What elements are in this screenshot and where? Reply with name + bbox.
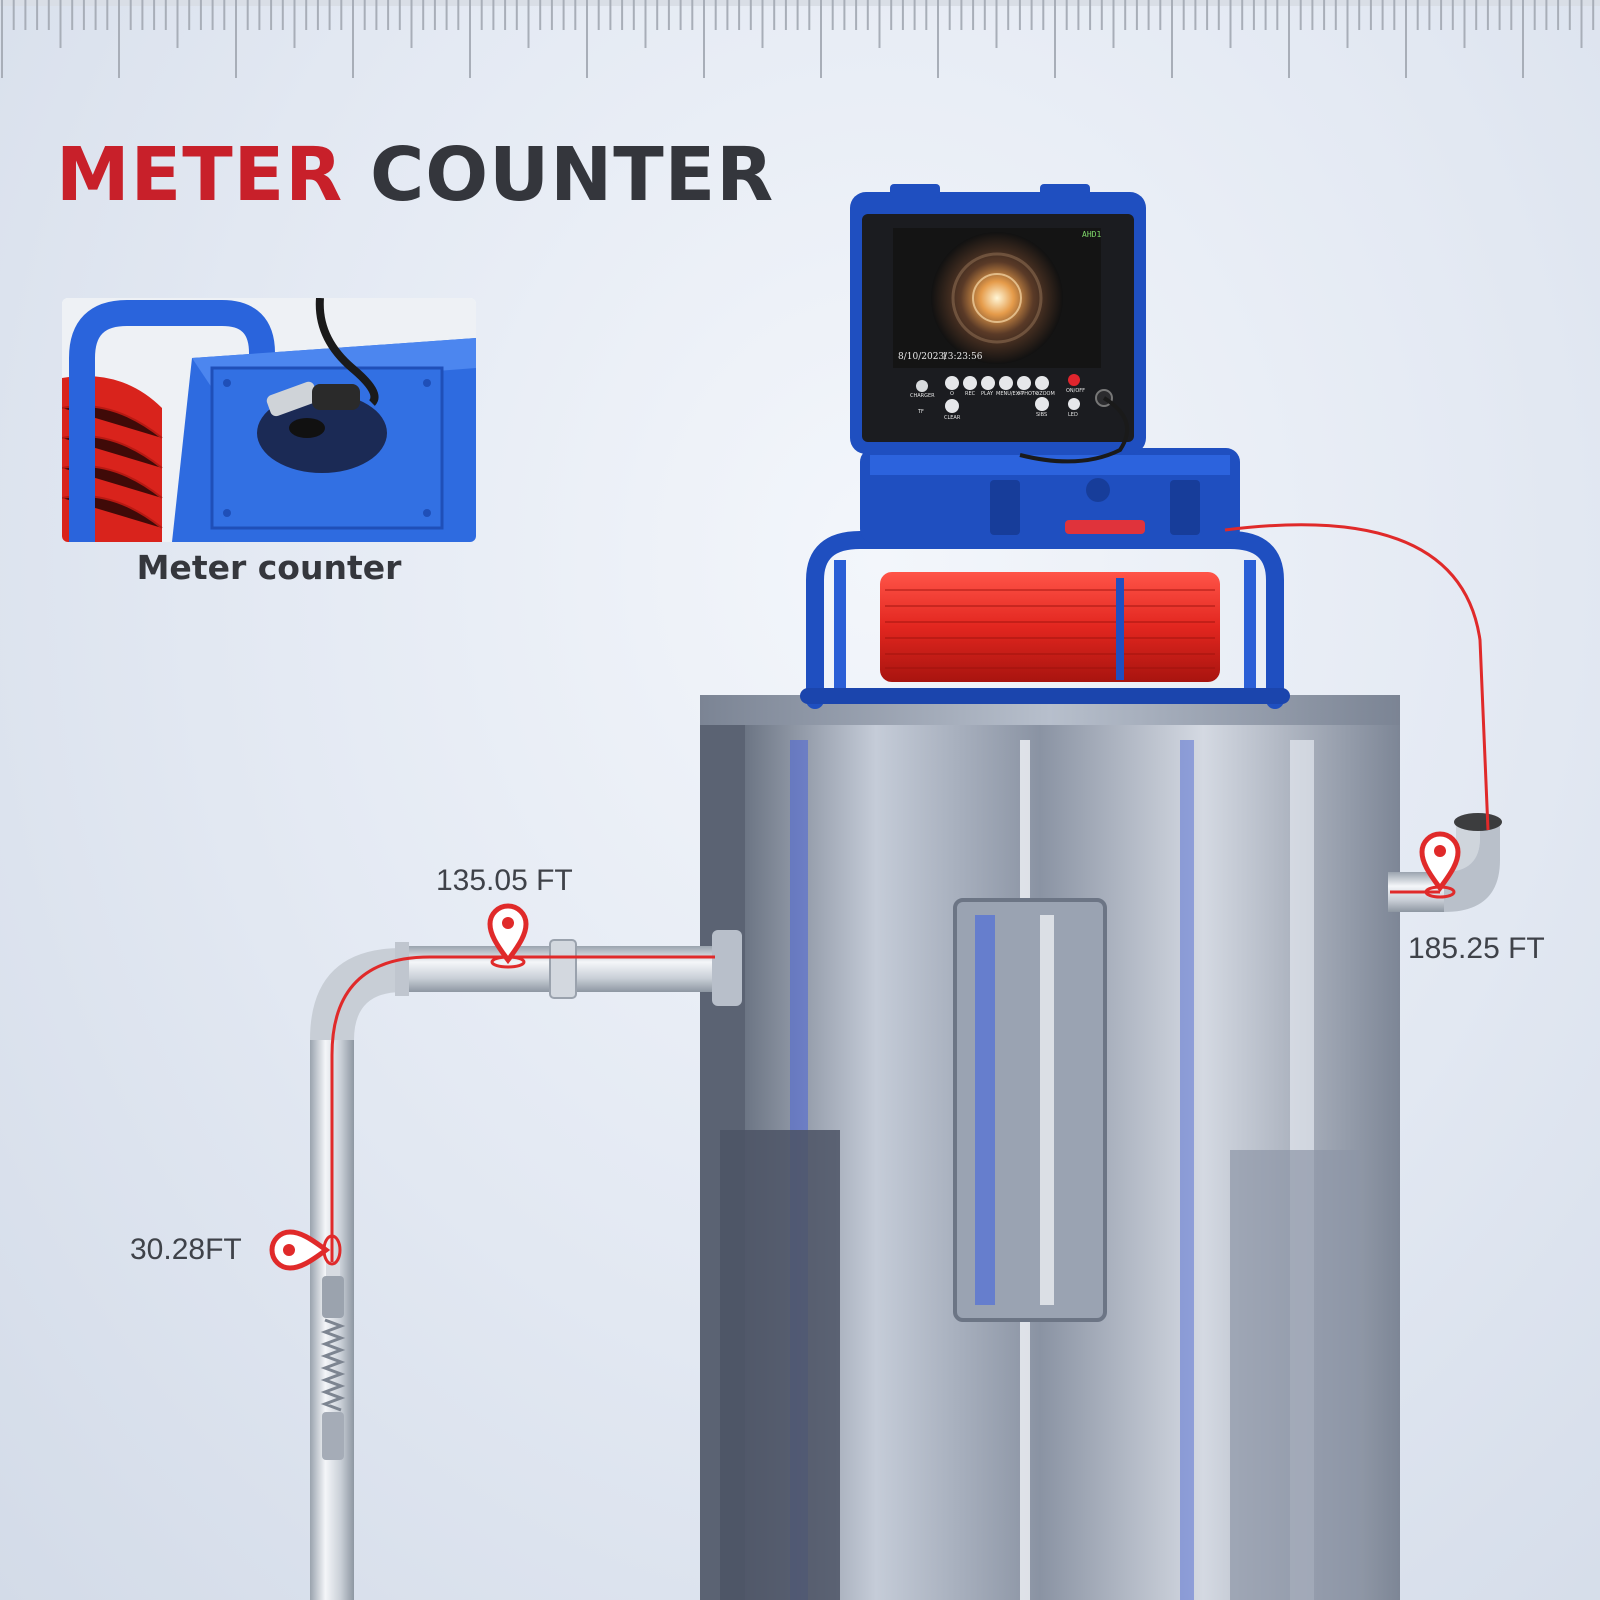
map-pin-icon — [269, 1229, 331, 1271]
monitor-buttons — [916, 374, 1113, 413]
distance-label-30: 30.28FT — [130, 1233, 242, 1266]
page-title: METER COUNTER — [56, 138, 774, 212]
camera-head — [320, 1262, 346, 1460]
cable-reel — [800, 531, 1290, 709]
map-pin-icon — [1419, 831, 1461, 893]
ruler — [0, 0, 1600, 78]
monitor-date: 8/10/2023/ — [898, 352, 948, 362]
inspection-monitor-case — [850, 184, 1240, 543]
marker-30 — [269, 1229, 342, 1271]
meter-counter-inset — [62, 298, 476, 542]
title-accent: METER — [56, 132, 344, 218]
cabinet-block — [700, 695, 1400, 1600]
monitor-time: 13:23:56 — [942, 352, 983, 362]
distance-label-135: 135.05 FT — [436, 864, 573, 897]
inset-caption: Meter counter — [136, 548, 402, 587]
title-rest: COUNTER — [369, 132, 775, 218]
inset-illustration — [62, 298, 476, 542]
distance-label-185: 185.25 FT — [1408, 932, 1545, 965]
marker-135 — [487, 903, 529, 969]
monitor-mode: AHD1 — [1082, 230, 1102, 239]
map-pin-icon — [487, 903, 529, 965]
marker-185 — [1419, 831, 1461, 899]
inspection-cable — [330, 523, 1490, 1265]
